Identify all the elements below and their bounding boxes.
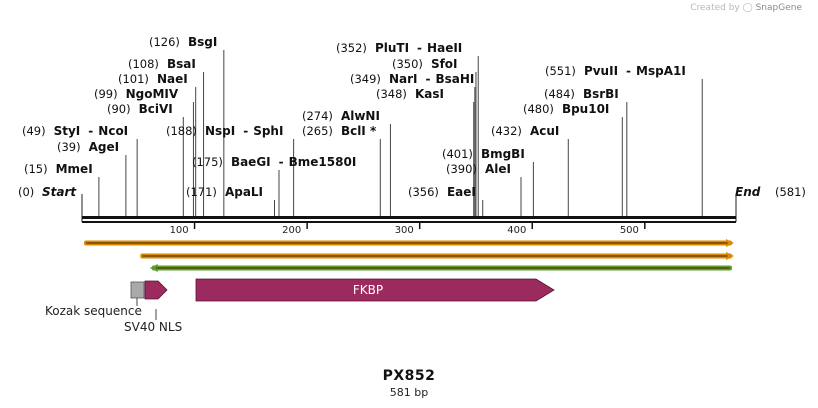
site-pos-agei: (39) [57,140,81,154]
ruler-label-400: 400 [507,225,526,236]
site-name-bsrbi: BsrBI [583,87,619,101]
sv40-nls-arrow [144,280,168,300]
watermark-brand: SnapGene [755,3,802,13]
site-sep: - [88,124,93,138]
snapgene-logo-icon: ◯ [742,3,753,13]
site-pos-nspi: (188) [166,124,197,138]
kozak-box [130,281,145,299]
ruler: 100 200 300 400 500 [170,222,646,236]
site-pos-kasi: (348) [376,87,407,101]
site-sep: - [279,155,284,169]
site-pos-bcivi: (90) [107,102,131,116]
start-pos: (0) [18,185,34,199]
site-name-bcli: BclI * [341,124,377,138]
kozak-label: Kozak sequence [45,304,142,318]
site-name-nspi: NspI [205,124,235,138]
site-sep: - [425,72,430,86]
ruler-label-200: 200 [282,225,301,236]
site-pos-styi: (49) [22,124,46,138]
site-pos-alwni: (274) [302,109,333,123]
snapgene-watermark: Created by ◯ SnapGene [690,3,802,13]
site-name-agei: AgeI [89,140,119,154]
site-name-mspa1i: MspA1I [636,64,686,78]
site-name-pluti: PluTI [375,41,409,55]
sv40-nls-label: SV40 NLS [124,320,182,334]
site-name-styi: StyI [54,124,81,138]
site-name-bmgbi: BmgBI [481,147,525,161]
site-name-kasi: KasI [415,87,444,101]
site-pos-pluti: (352) [336,41,367,55]
backbone [81,194,737,223]
site-name-bcivi: BciVI [139,102,173,116]
site-sep: - [243,124,248,138]
ruler-label-100: 100 [170,225,189,236]
ruler-label-300: 300 [395,225,414,236]
site-pos-alei: (390) [446,162,477,176]
site-name-ncoi: NcoI [98,124,128,138]
site-name-haeii: HaeII [427,41,462,55]
site-pos-bsgi: (126) [149,35,180,49]
site-pos-bcli: (265) [302,124,333,138]
backbone-bottom [82,221,736,223]
site-name-baegi: BaeGI [231,155,271,169]
site-pos-acui: (432) [491,124,522,138]
site-name-bsai: BsaI [167,57,196,71]
site-pos-sfoi: (350) [392,57,423,71]
site-pos-baegi: (175) [192,155,223,169]
fkbp-arrow [195,278,555,302]
bar-head-1 [726,252,734,260]
site-pos-ngomiv: (99) [94,87,118,101]
start-label: Start [42,185,77,199]
site-pos-bpu10i: (480) [523,102,554,116]
site-pos-bsrbi: (484) [544,87,575,101]
site-pos-bmgbi: (401) [442,147,473,161]
site-pos-bsai: (108) [128,57,159,71]
site-name-pvuii: PvuII [584,64,618,78]
ruler-label-500: 500 [620,225,639,236]
primer-bars [84,239,734,272]
site-pos-pvuii: (551) [545,64,576,78]
site-labels: (15)MmeI(39)AgeI(49)StyI-NcoI(90)BciVI(9… [18,35,806,199]
map-title: PX852 [382,368,436,384]
site-pos-naei: (101) [118,72,149,86]
site-name-alwni: AlwNI [341,109,380,123]
bar-head-0 [726,239,734,247]
site-name-bsgi: BsgI [188,35,217,49]
fkbp-label: FKBP [353,283,383,297]
site-sep: - [417,41,422,55]
site-name-sphi: SphI [253,124,283,138]
site-name-bme1580i: Bme1580I [289,155,357,169]
site-pos-eaei: (356) [408,185,439,199]
site-name-mmei: MmeI [56,162,93,176]
site-name-apali: ApaLI [225,185,263,199]
end-pos: (581) [775,185,806,199]
site-name-nari: NarI [389,72,418,86]
site-pos-apali: (171) [186,185,217,199]
site-name-bsahi: BsaHI [435,72,474,86]
site-name-alei: AleI [485,162,511,176]
backbone-top [82,216,736,219]
site-name-eaei: EaeI [447,185,476,199]
site-name-bpu10i: Bpu10I [562,102,609,116]
site-name-ngomiv: NgoMIV [126,87,179,101]
end-label: End [735,185,761,199]
site-name-naei: NaeI [157,72,188,86]
site-pos-nari: (349) [350,72,381,86]
site-name-acui: AcuI [530,124,559,138]
site-pos-mmei: (15) [24,162,48,176]
site-lines [98,50,703,216]
watermark-prefix: Created by [690,3,740,13]
site-name-sfoi: SfoI [431,57,458,71]
site-sep: - [626,64,631,78]
bar-head-2 [149,264,158,272]
map-length: 581 bp [389,386,429,399]
